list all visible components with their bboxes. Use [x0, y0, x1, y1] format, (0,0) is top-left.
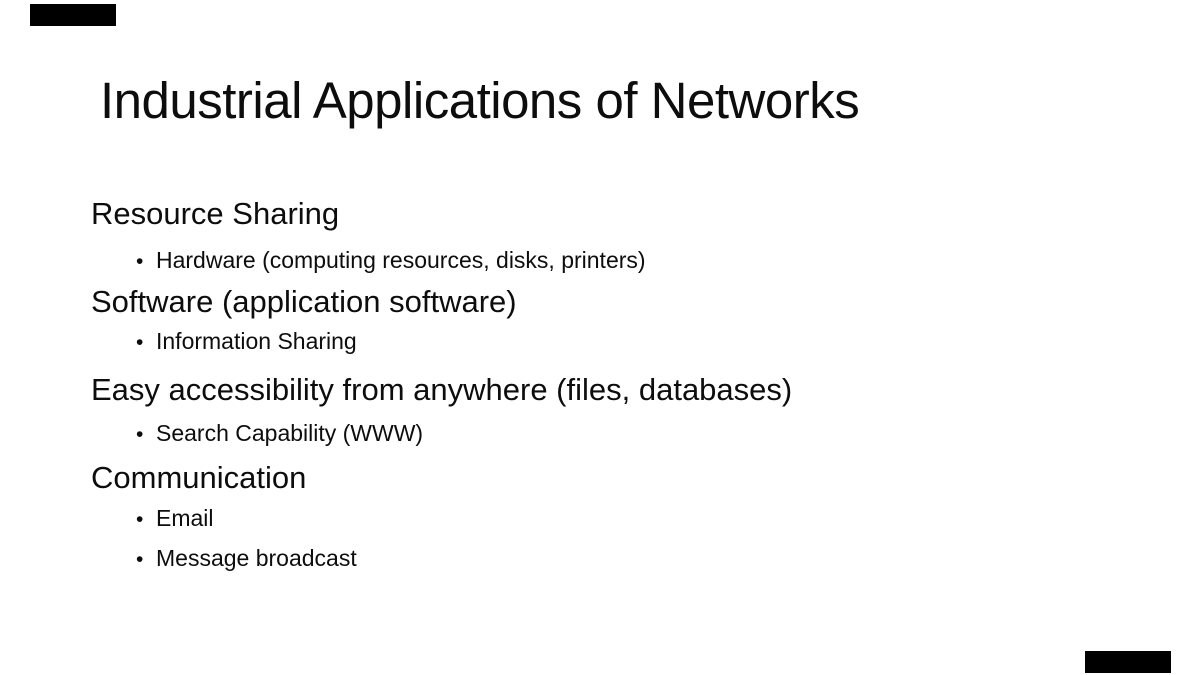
- bullet-text: Search Capability (WWW): [156, 420, 424, 446]
- bullet-marker: •: [136, 250, 144, 273]
- bullet-marker: •: [136, 331, 144, 354]
- bullet-marker: •: [136, 508, 144, 531]
- black-bar-top-left: [30, 4, 116, 26]
- bullet-marker: •: [136, 423, 144, 446]
- slide-title: Industrial Applications of Networks: [100, 72, 860, 129]
- content-heading-software: Software (application software): [91, 284, 517, 319]
- content-heading-resource-sharing: Resource Sharing: [91, 196, 340, 231]
- bullet-text: Message broadcast: [156, 545, 357, 571]
- bullet-text: Hardware (computing resources, disks, pr…: [156, 247, 646, 273]
- bullet-text: Email: [156, 505, 214, 531]
- bullet-item-information-sharing: • Information Sharing: [136, 328, 357, 354]
- bullet-item-email: • Email: [136, 505, 214, 531]
- bullet-item-search-capability: • Search Capability (WWW): [136, 420, 424, 446]
- bullet-marker: •: [136, 548, 144, 571]
- black-bar-bottom-right: [1085, 651, 1171, 673]
- bullet-text: Information Sharing: [156, 328, 357, 354]
- bullet-item-hardware: • Hardware (computing resources, disks, p…: [136, 247, 646, 273]
- bullet-item-message-broadcast: • Message broadcast: [136, 545, 357, 571]
- content-heading-easy-accessibility: Easy accessibility from anywhere (files,…: [91, 372, 793, 407]
- content-heading-communication: Communication: [91, 460, 307, 495]
